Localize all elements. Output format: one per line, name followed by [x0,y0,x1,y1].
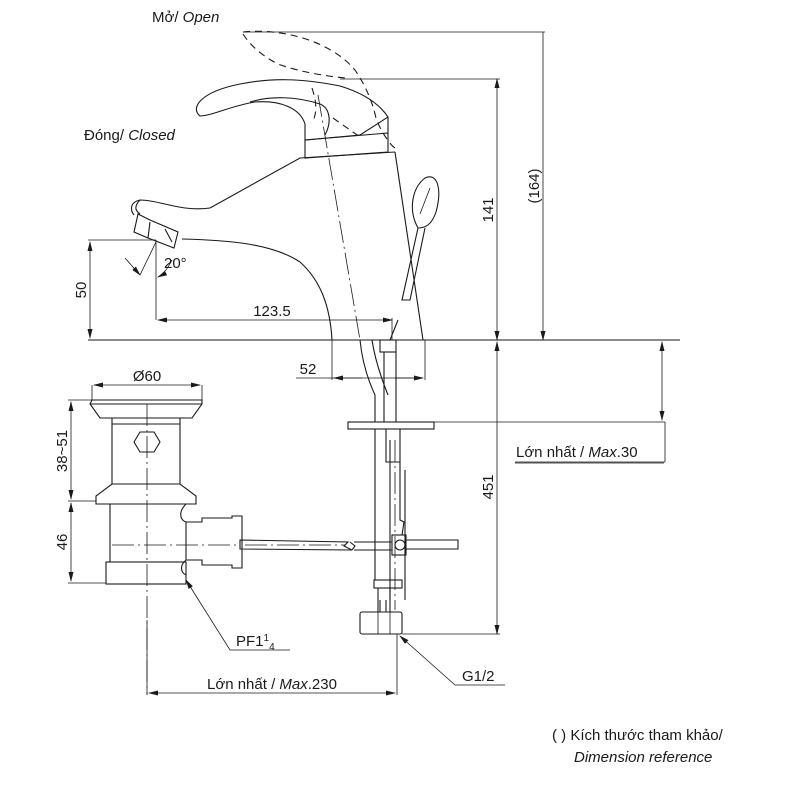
label-angle: 20° [164,255,187,272]
drain-assembly [89,399,243,695]
dim-52: 52 [300,361,317,378]
dim-164: (164) [526,168,543,203]
dim-38-51: 38~51 [54,430,71,472]
popup-rod [239,539,353,551]
dim-451: 451 [480,474,497,499]
popup-lever [411,176,440,229]
note-line-2: Dimension reference [574,749,712,766]
handle-open-dashed [242,30,396,149]
label-g12: G1/2 [462,668,495,685]
dim-123-5: 123.5 [253,303,291,320]
spout [130,199,211,216]
dimension-lines [68,31,666,696]
handle-closed [195,79,389,141]
dim-50: 50 [73,282,90,299]
dim-141: 141 [480,197,497,222]
lever-clamp [391,534,407,556]
label-max30: Lớn nhất / Max.30 [516,444,638,461]
dim-46: 46 [54,534,71,551]
label-max230: Lớn nhất / Max.230 [207,676,337,693]
mounting-nut [347,421,435,430]
shank-assembly [239,339,459,635]
note-line-1: ( ) Kích thước tham khảo/ [552,727,724,744]
inlet-nut [359,611,403,635]
faucet-body [130,30,440,341]
label-closed: Đóng/ Closed [84,127,176,144]
label-open: Mở/ Open [152,9,219,26]
label-pf: PF114 [236,633,275,653]
dim-60: Ø60 [133,368,161,385]
aerator [133,213,179,249]
